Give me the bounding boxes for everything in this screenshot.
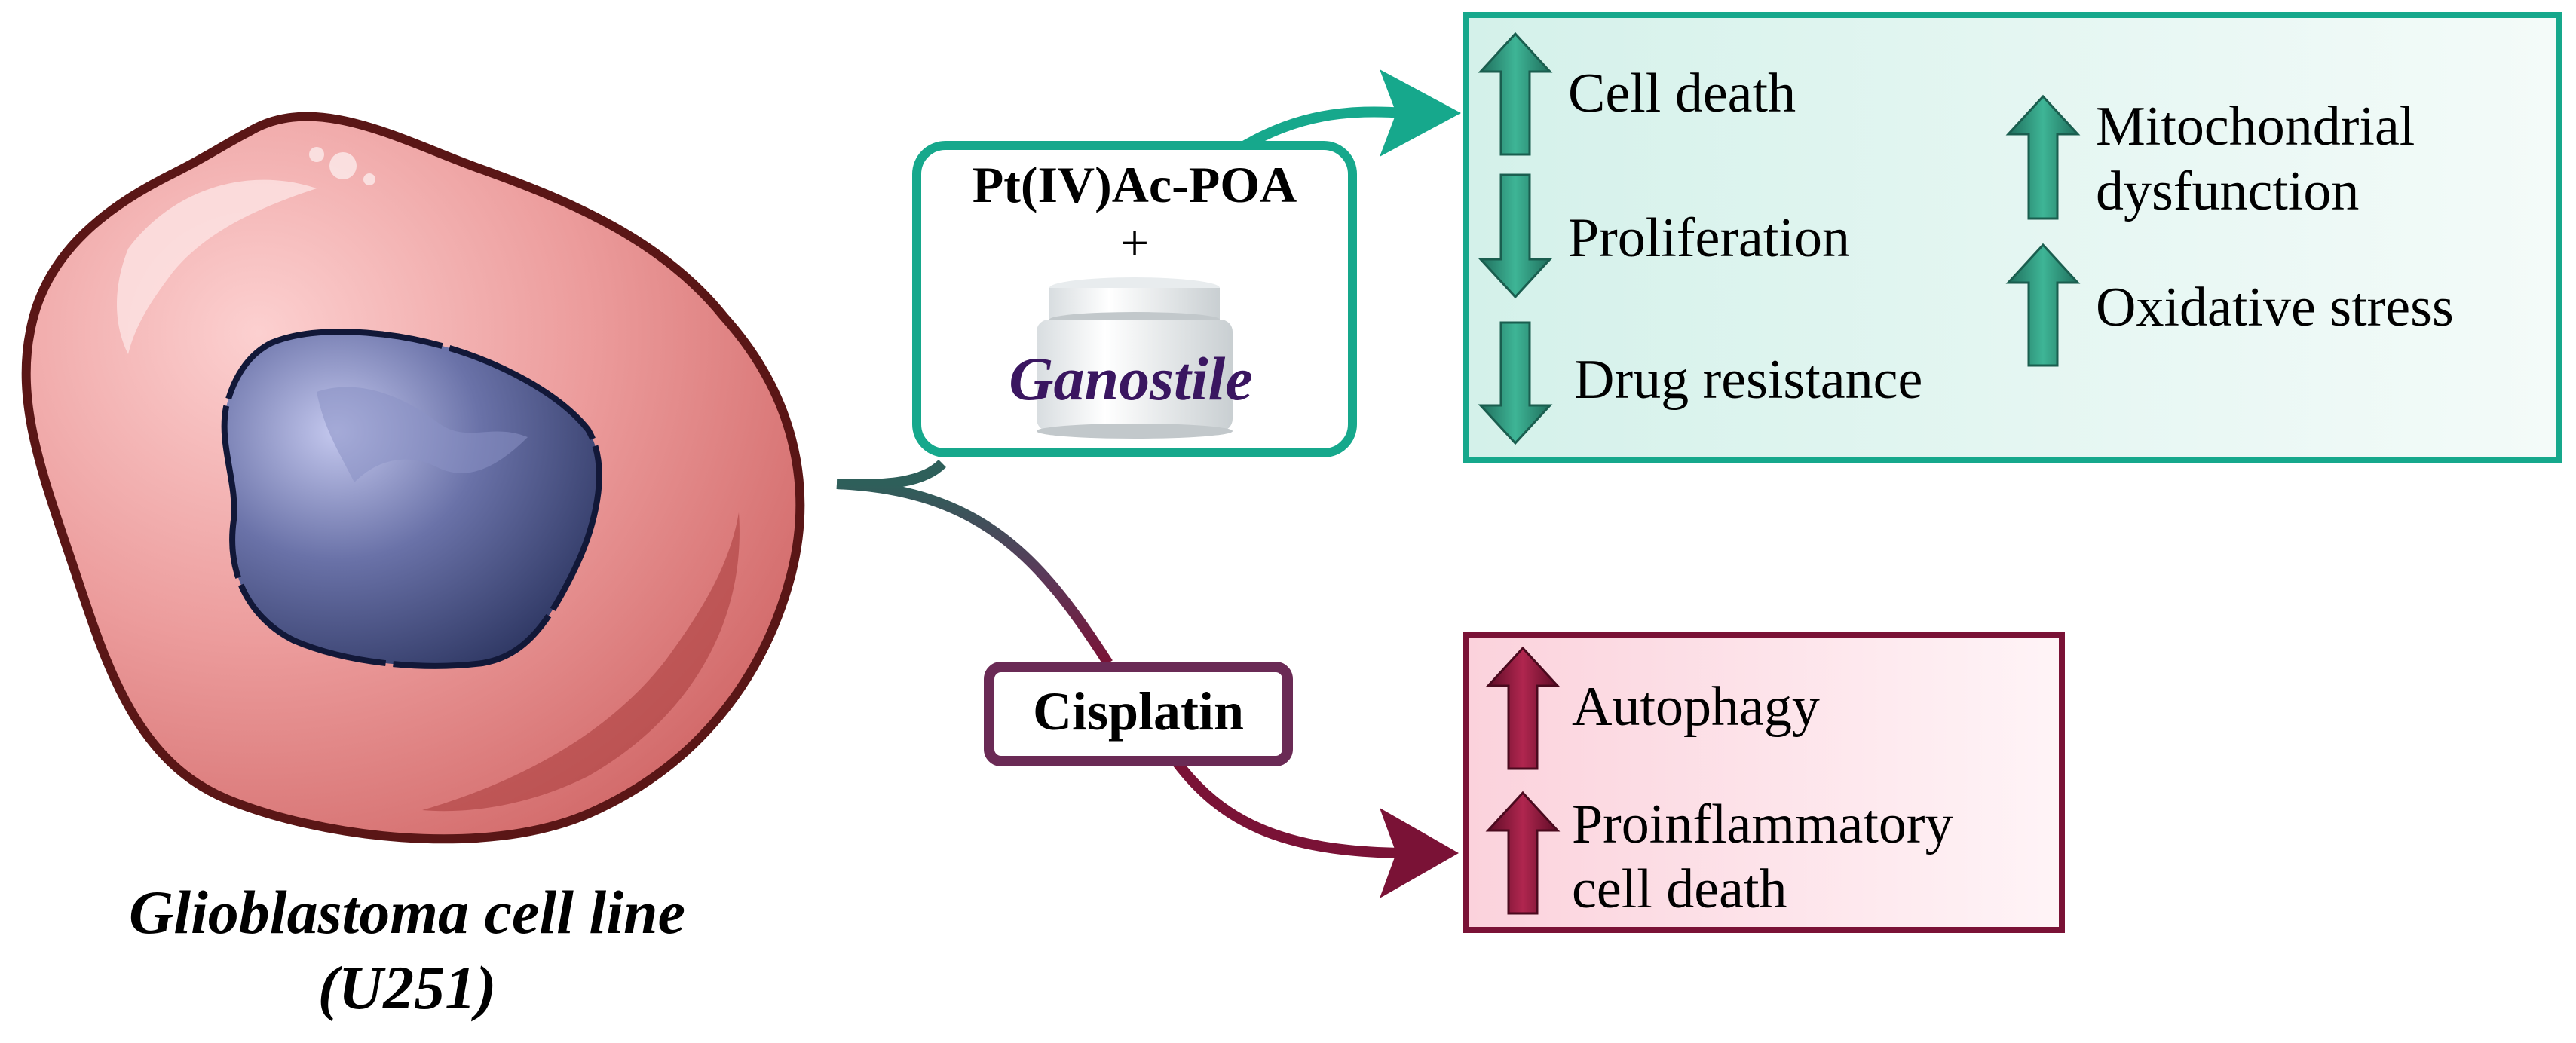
up-arrow-icon <box>1485 791 1561 915</box>
up-arrow-icon <box>2005 243 2081 367</box>
cell-caption-line2: (U251) <box>318 953 497 1022</box>
combo-treatment-box: Pt(IV)Ac-POA + Ganostile <box>912 141 1357 457</box>
combo-effect-label: Oxidative stress <box>2096 277 2454 338</box>
combo-effect-label: Proliferation <box>1568 207 1850 269</box>
cell-shadow <box>422 512 740 812</box>
combo-drug-label: Pt(IV)Ac-POA <box>973 156 1297 213</box>
down-arrow-icon <box>1478 173 1553 299</box>
up-arrow-icon <box>1485 646 1561 770</box>
combo-effect-label: Mitochondrial <box>2096 96 2415 158</box>
cisplatin-box: Cisplatin <box>984 662 1293 766</box>
down-arrow-icon <box>1478 321 1553 445</box>
combo-effect-item: Cell death <box>1478 32 1796 156</box>
cisplatin-effect-label: cell death <box>1572 858 1787 920</box>
up-arrow-icon <box>2005 94 2081 220</box>
combo-effect-label: Drug resistance <box>1574 349 1922 411</box>
cisplatin-effect-label: Autophagy <box>1572 676 1820 738</box>
ganostile-label: Ganostile <box>1009 344 1252 413</box>
combo-effect-item: Drug resistance <box>1478 321 1922 445</box>
nucleus-fold <box>317 387 528 482</box>
cisplatin-effect-item: Autophagy <box>1485 646 1820 770</box>
cisplatin-arrowhead <box>1380 808 1459 898</box>
ganostile-jar: Ganostile <box>1009 277 1253 439</box>
cell-glint <box>309 147 324 162</box>
glioblastoma-cell <box>21 112 805 844</box>
cisplatin-label: Cisplatin <box>1033 681 1244 742</box>
cell-glint <box>363 173 375 185</box>
cell-caption-line1: Glioblastoma cell line <box>129 878 685 947</box>
lower-connector <box>836 479 1113 666</box>
cell-glint <box>329 152 357 179</box>
cisplatin-effect-label: Proinflammatory <box>1572 794 1953 855</box>
cisplatin-connector <box>1172 757 1403 858</box>
combo-effect-label: Cell death <box>1568 63 1796 124</box>
nucleus <box>221 329 602 669</box>
cisplatin-box-frame <box>984 662 1293 766</box>
combo-connector <box>1233 106 1407 155</box>
combo-effect-item: Oxidative stress <box>2005 243 2454 367</box>
combo-effect-label: dysfunction <box>2096 161 2359 222</box>
combo-plus-sign: + <box>1120 214 1149 271</box>
combo-arrowhead <box>1380 69 1461 157</box>
combo-effects-frame <box>1463 12 2562 463</box>
cell-highlight <box>117 179 317 354</box>
cisplatin-effects-frame <box>1463 632 2065 933</box>
up-arrow-icon <box>1478 32 1553 156</box>
combo-effect-item: Proliferation <box>1478 173 1850 299</box>
